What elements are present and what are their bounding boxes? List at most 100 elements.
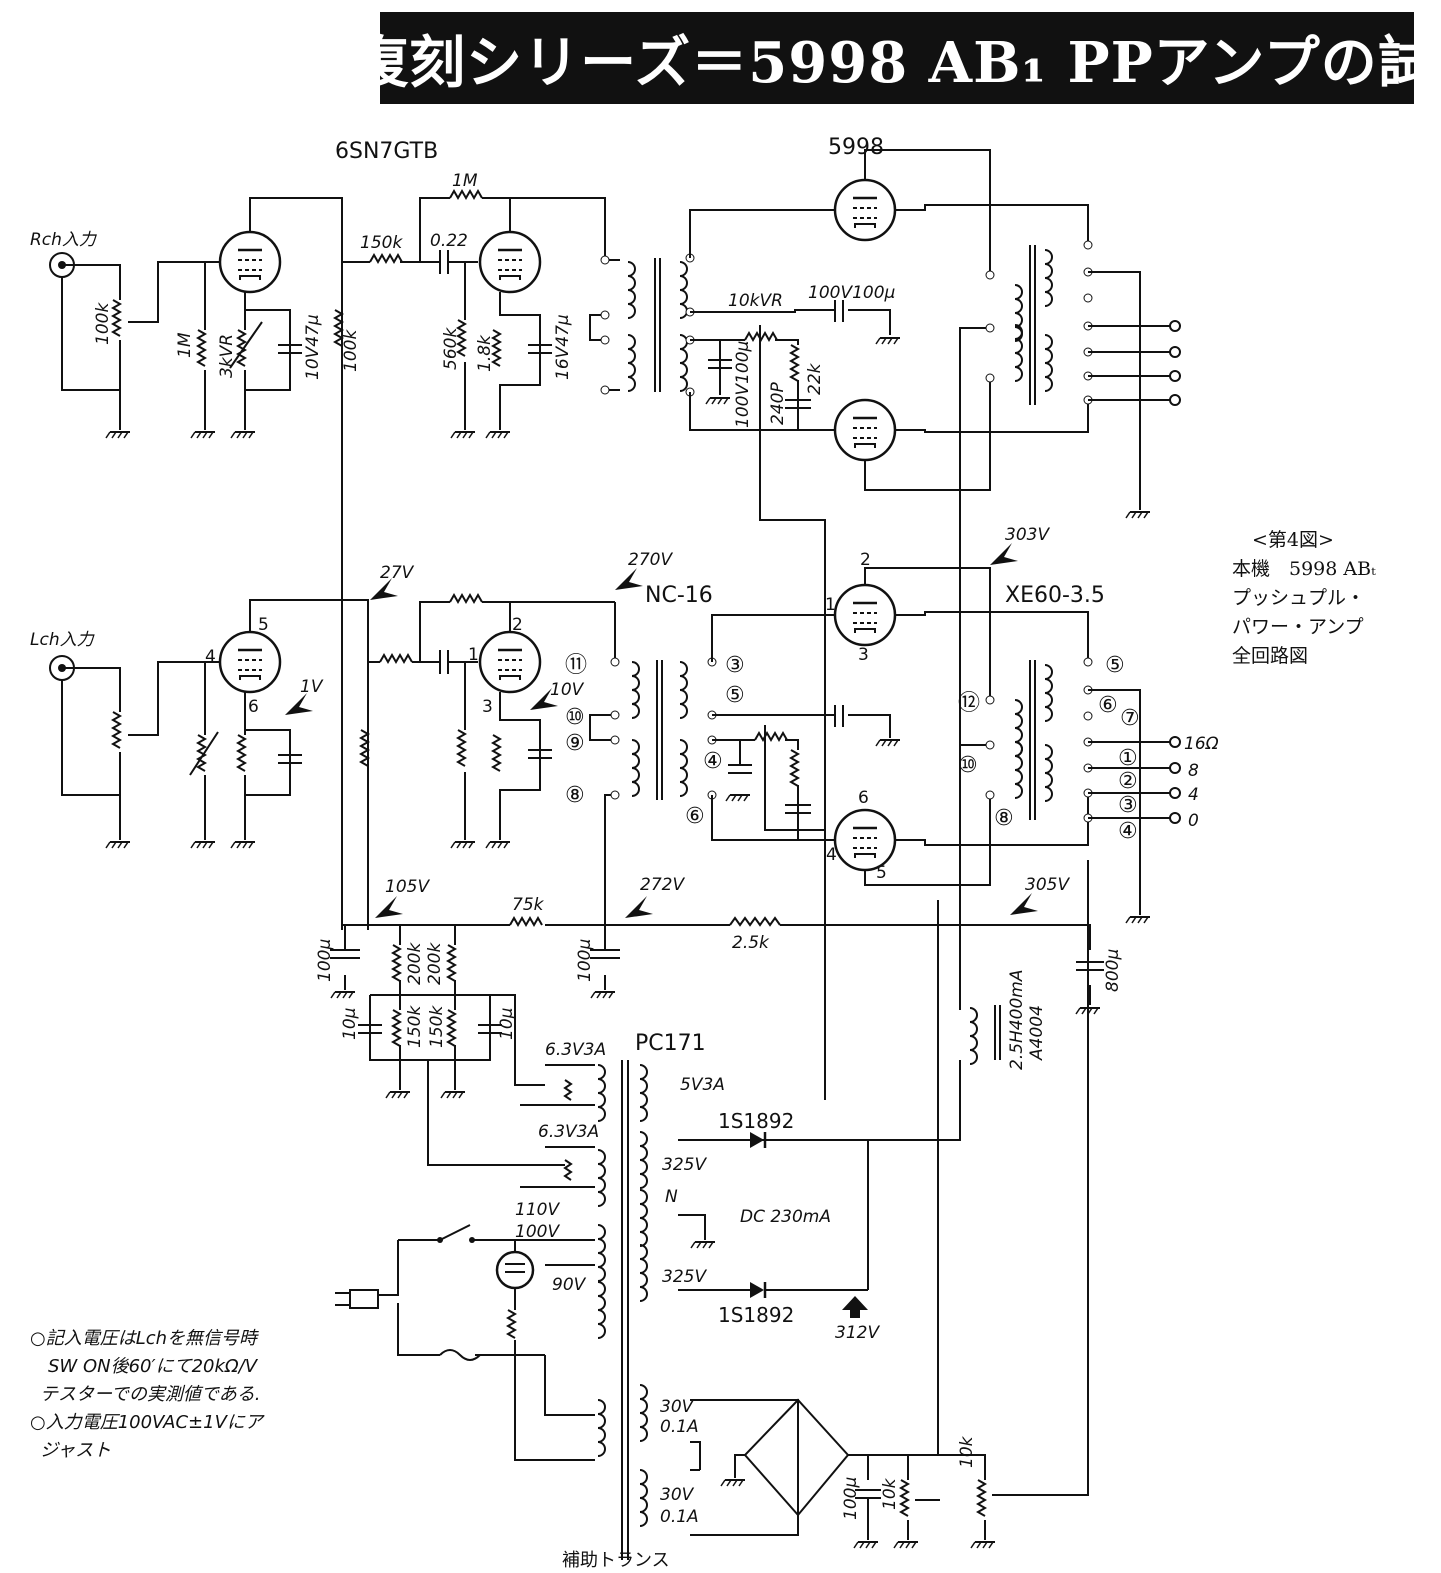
label-diode-b: 1S1892 (718, 1303, 794, 1327)
term-nc-4: ④ (703, 749, 723, 774)
label-r-10k-b: 10k (957, 1435, 977, 1468)
label-h63b: 6.3V3A (538, 1122, 599, 1142)
label-r-560k: 560k (441, 327, 461, 370)
pin-o6: 6 (858, 788, 869, 808)
label-vr-3k: 3kVR (217, 334, 237, 378)
out-16: 16Ω (1184, 734, 1219, 754)
label-a01-b: 0.1A (660, 1507, 699, 1527)
label-v1: 1V (300, 677, 324, 697)
note-line: ○記入電圧はLchを無信号時 (30, 1328, 258, 1349)
label-a01-a: 0.1A (660, 1417, 699, 1437)
pin-o3: 3 (858, 645, 869, 665)
term-nc-10: ⑩ (565, 705, 585, 730)
label-aux-trans: 補助トランス (562, 1550, 670, 1571)
figure-caption: <第4図> 本機 5998 ABₜ プッシュプル・ パワー・アンプ 全回路図 (1232, 526, 1432, 671)
out-0: 0 (1188, 811, 1199, 831)
pin-l4: 4 (205, 647, 216, 667)
term-xe-12: ⑫ (958, 691, 980, 716)
term-xe-8: ⑧ (994, 806, 1014, 831)
label-v270: 270V (628, 550, 673, 570)
label-c-800u: 800μ (1103, 949, 1123, 992)
term-xe-5: ⑤ (1105, 653, 1125, 678)
label-c-10v47: 10V47μ (303, 314, 323, 380)
label-r-100k-plate: 100k (341, 329, 361, 372)
pin-l5: 5 (258, 615, 269, 635)
term-xe-2: ② (1118, 769, 1138, 794)
label-v325-b: 325V (662, 1267, 707, 1287)
caption-line: プッシュプル・ (1232, 587, 1366, 609)
note-line: ○入力電圧100VAC±1Vにア (30, 1412, 263, 1433)
label-v100: 100V (515, 1222, 560, 1242)
term-nc-8: ⑧ (565, 783, 585, 808)
label-r-22k: 22k (805, 362, 825, 395)
component-labels: 6SN7GTB 5998 Rch入力 Lch入力 1M 150k 0.22 10… (30, 135, 1219, 1571)
note-line: SW ON後60′にて20kΩ/V (48, 1356, 258, 1377)
label-c-022: 0.22 (430, 231, 468, 251)
label-v30-b: 30V (660, 1485, 695, 1505)
out-8: 8 (1188, 761, 1199, 781)
label-r-1m-fb: 1M (452, 171, 478, 191)
term-xe-1: ① (1118, 746, 1138, 771)
label-dc230: DC 230mA (740, 1207, 831, 1227)
label-c-10u-a: 10μ (340, 1007, 360, 1040)
voltage-markers (285, 543, 1038, 1318)
title-banner: ●復刻シリーズ＝5998 AB₁ PPアンプの試作 (302, 12, 1441, 104)
term-xe-7: ⑦ (1120, 706, 1140, 731)
label-choke-model: A4004 (1027, 1005, 1047, 1061)
label-r-200k-b: 200k (425, 942, 445, 985)
term-nc-6: ⑥ (685, 804, 705, 829)
caption-line: 本機 5998 ABₜ (1232, 558, 1376, 580)
label-lch-input: Lch入力 (30, 630, 96, 650)
label-c-100u-a: 100μ (315, 939, 335, 982)
label-c-100u-b: 100μ (575, 939, 595, 982)
label-v30-a: 30V (660, 1397, 695, 1417)
label-v27: 27V (380, 563, 415, 583)
label-choke: 2.5H400mA (1007, 970, 1027, 1070)
label-r-200k-a: 200k (405, 942, 425, 985)
label-pc171: PC171 (635, 1031, 706, 1056)
pin-o2: 2 (860, 550, 871, 570)
label-nc16: NC-16 (645, 583, 713, 608)
label-v10: 10V (550, 680, 585, 700)
label-r-1m-grid: 1M (175, 332, 195, 358)
lch-section (49, 567, 1181, 930)
term-xe-3: ③ (1118, 793, 1138, 818)
label-h5v3a: 5V3A (680, 1075, 725, 1095)
term-nc-11: ⑪ (565, 653, 587, 678)
pin-l3: 3 (482, 697, 493, 717)
pin-o4: 4 (826, 845, 837, 865)
power-supply-section (330, 860, 1104, 1560)
term-xe-10: ⑩ (958, 753, 978, 778)
term-xe-6: ⑥ (1098, 693, 1118, 718)
label-c-100u-c: 100μ (841, 1477, 861, 1520)
term-xe-4: ④ (1118, 819, 1138, 844)
label-5998: 5998 (828, 135, 884, 160)
label-v312: 312V (835, 1323, 880, 1343)
out-4: 4 (1188, 785, 1199, 805)
label-rch-input: Rch入力 (30, 230, 98, 250)
label-c-240p: 240P (768, 382, 788, 425)
label-c-16v47: 16V47μ (553, 314, 573, 380)
label-r-150k: 150k (360, 233, 403, 253)
caption-head: <第4図> (1252, 529, 1334, 551)
note-line: テスターでの実測値である. (40, 1384, 261, 1405)
term-nc-5: ⑤ (725, 683, 745, 708)
label-6sn7gtb: 6SN7GTB (335, 139, 438, 164)
label-r-150k-b: 150k (427, 1005, 447, 1048)
pin-o5: 5 (876, 863, 887, 883)
label-c-100v100-a: 100V100μ (808, 283, 896, 303)
label-v90: 90V (552, 1275, 587, 1295)
label-v272: 272V (640, 875, 685, 895)
label-r-25k: 2.5k (732, 933, 770, 953)
label-vr-10k: 10kVR (728, 291, 783, 311)
note-line: ジャスト (40, 1440, 112, 1461)
label-v305: 305V (1025, 875, 1070, 895)
pin-l6: 6 (248, 697, 259, 717)
label-n: N (665, 1187, 678, 1207)
pin-l1: 1 (468, 645, 479, 665)
label-h63a: 6.3V3A (545, 1040, 606, 1060)
label-v105: 105V (385, 877, 430, 897)
label-r-18k: 1.8k (475, 334, 495, 372)
label-r-10k-a: 10k (880, 1477, 900, 1510)
